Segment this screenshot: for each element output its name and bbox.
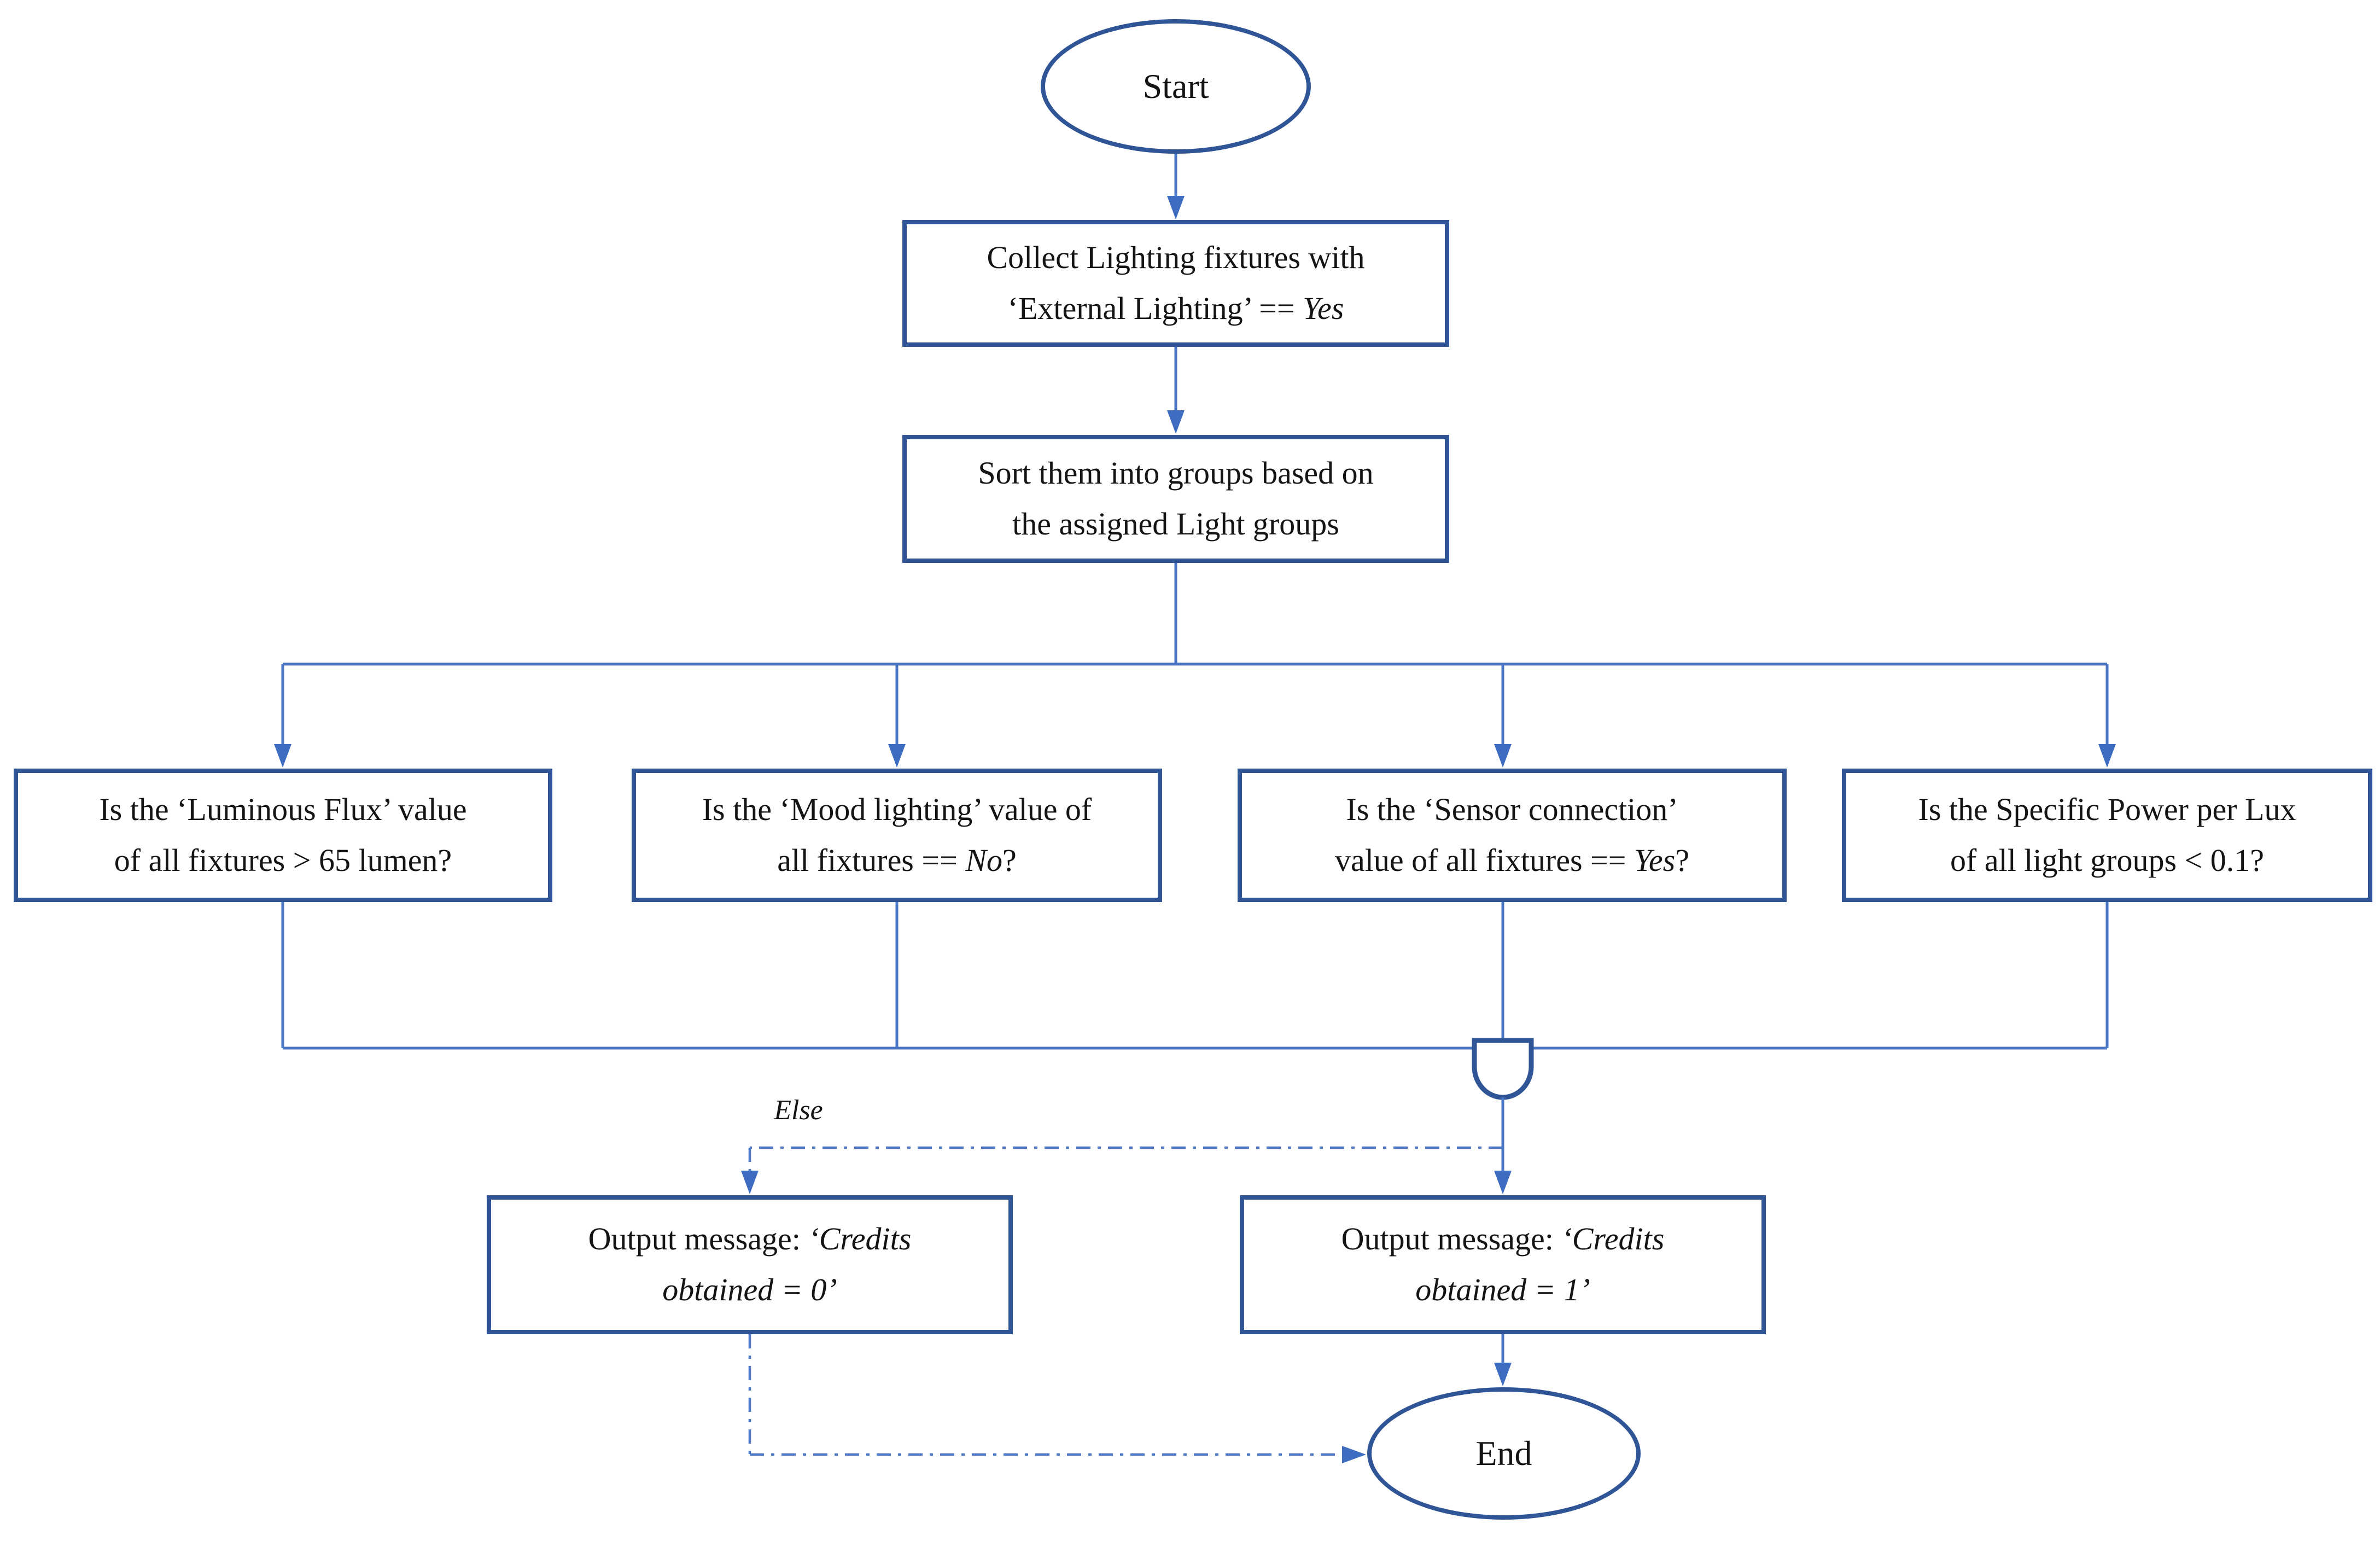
arrowhead-sort [1167,410,1185,434]
process-text-line: Collect Lighting fixtures with [987,232,1364,283]
text-run: Output message: [588,1221,809,1257]
arrowhead-collect [1167,196,1185,219]
text-run: value of all fixtures == [1335,842,1634,878]
arrowhead-end-top [1494,1363,1512,1386]
arrowhead-out0 [741,1171,759,1194]
end-terminator: End [1367,1387,1641,1520]
arrowhead-d1 [274,744,291,767]
decision-text-line: Is the ‘Mood lighting’ value of [702,784,1092,835]
text-run: obtained = 0’ [662,1272,837,1307]
arrowhead-end-left [1342,1446,1366,1463]
decision-sensor-connection: Is the ‘Sensor connection’ value of all … [1238,769,1787,902]
process-sort-groups: Sort them into groups based on the assig… [902,435,1449,563]
process-text-line: Sort them into groups based on [978,448,1373,499]
process-text-line: the assigned Light groups [1012,499,1339,550]
text-run: the assigned Light groups [1012,506,1339,542]
text-run: Is the ‘Mood lighting’ value of [702,792,1092,828]
text-run: Sort them into groups based on [978,455,1374,491]
output-credits-0: Output message: ‘Credits obtained = 0’ [487,1195,1013,1334]
text-run: Collect Lighting fixtures with [987,240,1365,276]
text-run: No [965,842,1002,878]
decision-text-line: of all light groups < 0.1? [1950,835,2264,886]
text-run: ? [1002,842,1017,878]
arrowhead-d3 [1494,744,1512,767]
arrowhead-d2 [888,744,906,767]
end-label: End [1475,1434,1532,1473]
text-run: obtained = 1’ [1415,1272,1590,1307]
decision-text-line: all fixtures == No? [777,835,1017,886]
output-text-line: Output message: ‘Credits [1341,1214,1665,1265]
text-run: Is the ‘Luminous Flux’ value [99,792,467,828]
process-text-line: ‘External Lighting’ == Yes [1008,283,1344,334]
process-collect-fixtures: Collect Lighting fixtures with ‘External… [902,220,1449,347]
text-run: Output message: [1341,1221,1562,1257]
text-run: ‘Credits [1561,1221,1665,1257]
output-text-line: obtained = 1’ [1415,1265,1590,1316]
text-run: Yes [1634,842,1676,878]
start-label: Start [1142,67,1209,106]
text-run: ‘Credits [808,1221,912,1257]
text-run: Is the Specific Power per Lux [1918,792,2296,828]
text-run: ‘External Lighting’ == [1007,290,1303,326]
decision-text-line: Is the ‘Sensor connection’ [1346,784,1678,835]
text-run: of all light groups < 0.1? [1950,842,2264,878]
text-run: of all fixtures > 65 lumen? [114,842,452,878]
decision-specific-power: Is the Specific Power per Lux of all lig… [1842,769,2372,902]
arrowhead-d4 [2098,744,2116,767]
decision-text-line: value of all fixtures == Yes? [1335,835,1689,886]
decision-mood-lighting: Is the ‘Mood lighting’ value of all fixt… [632,769,1162,902]
text-run: all fixtures == [777,842,966,878]
output-text-line: Output message: ‘Credits [588,1214,912,1265]
decision-text-line: Is the Specific Power per Lux [1918,784,2296,835]
arrowhead-out1 [1494,1171,1512,1194]
decision-text-line: of all fixtures > 65 lumen? [114,835,452,886]
text-run: ? [1675,842,1689,878]
decision-text-line: Is the ‘Luminous Flux’ value [99,784,466,835]
output-text-line: obtained = 0’ [662,1265,837,1316]
start-terminator: Start [1041,19,1311,154]
else-branch-label: Else [774,1095,823,1126]
output-credits-1: Output message: ‘Credits obtained = 1’ [1240,1195,1766,1334]
text-run: Yes [1303,290,1344,326]
decision-luminous-flux: Is the ‘Luminous Flux’ value of all fixt… [14,769,552,902]
text-run: Is the ‘Sensor connection’ [1346,792,1678,828]
and-gate-shape [1472,1038,1534,1100]
